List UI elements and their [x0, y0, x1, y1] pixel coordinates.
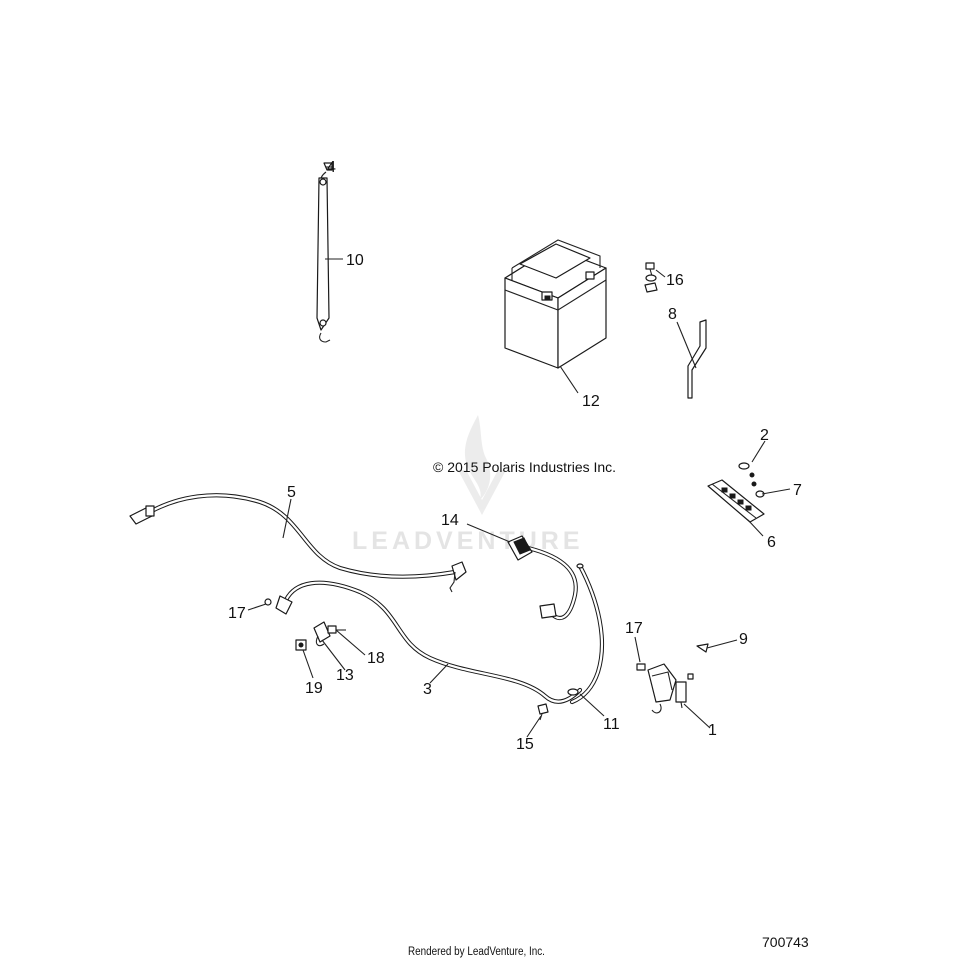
callout-2: 2 [760, 427, 769, 444]
relay-assembly [636, 643, 709, 714]
terminal-bolt-and-nut [644, 262, 658, 293]
callout-6: 6 [767, 534, 776, 551]
callout-7: 7 [793, 482, 802, 499]
leader-lines [247, 166, 791, 738]
callout-12: 12 [582, 393, 600, 410]
callout-14: 14 [441, 512, 459, 529]
callout-18: 18 [367, 650, 385, 667]
battery [504, 239, 607, 369]
callout-17-left: 17 [228, 605, 246, 622]
callout-8: 8 [668, 306, 677, 323]
callout-16: 16 [666, 272, 684, 289]
callout-11: 11 [603, 716, 620, 733]
cable-3 [275, 580, 583, 704]
callout-9: 9 [739, 631, 748, 648]
terminal-block [707, 462, 765, 523]
diagram-number: 700743 [762, 934, 809, 950]
callout-10: 10 [346, 252, 364, 269]
part-15 [537, 703, 549, 721]
callout-19: 19 [305, 680, 323, 697]
cable-5 [129, 493, 467, 593]
copyright-notice: © 2015 Polaris Industries Inc. [433, 459, 617, 475]
cable-14 [507, 535, 605, 705]
rendered-by-footer: Rendered by LeadVenture, Inc. [408, 946, 545, 958]
callout-5: 5 [287, 484, 296, 501]
callout-13: 13 [336, 667, 354, 684]
bracket [687, 319, 707, 399]
callout-numbers: 4 10 12 16 8 2 7 6 5 14 17 18 13 19 3 11… [228, 159, 802, 753]
callout-3: 3 [423, 681, 432, 698]
small-hardware-left [264, 598, 346, 651]
callout-1: 1 [708, 722, 717, 739]
callout-17-right: 17 [625, 620, 643, 637]
callout-15: 15 [516, 736, 534, 753]
callout-4: 4 [327, 159, 336, 176]
battery-strap [316, 162, 333, 343]
